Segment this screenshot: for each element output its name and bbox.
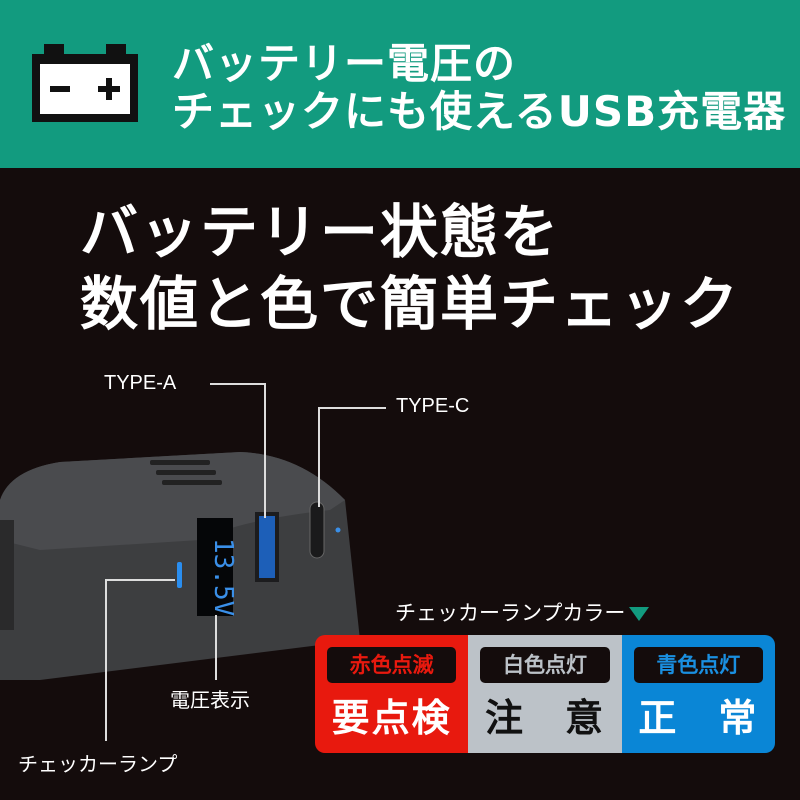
- leader-line: [264, 383, 266, 518]
- label-checker-lamp: チェッカーランプ: [18, 754, 178, 776]
- lamp-color-caption: チェッカーランプカラー: [395, 597, 650, 627]
- voltage-display-value: 13.5V: [208, 538, 238, 616]
- leader-line: [105, 579, 107, 741]
- lamp-status: 正 常: [638, 696, 759, 740]
- headline-line-1: バッテリー状態を: [80, 198, 561, 266]
- label-type-c: TYPE-C: [396, 395, 470, 417]
- leader-line: [215, 615, 217, 680]
- lamp-tag: 白色点灯: [480, 647, 610, 683]
- caption-text: チェッカーランプカラー: [395, 601, 626, 625]
- headline: バッテリー状態を 数値と色で簡単チェック: [80, 196, 740, 340]
- banner-line-2: チェックにも使えるUSB充電器: [172, 87, 787, 136]
- lamp-tag: 青色点灯: [633, 647, 763, 683]
- banner-title: バッテリー電圧の チェックにも使えるUSB充電器: [24, 40, 786, 136]
- lamp-tag: 赤色点滅: [327, 647, 457, 683]
- lamp-color-table: 赤色点滅 要点検 白色点灯 注 意 青色点灯 正 常: [315, 635, 775, 753]
- header-banner: バッテリー電圧の チェックにも使えるUSB充電器: [0, 0, 800, 168]
- banner-line-1: バッテリー電圧の: [172, 39, 517, 88]
- lamp-status: 要点検: [331, 696, 452, 740]
- leader-line: [318, 407, 386, 409]
- leader-line: [210, 383, 265, 385]
- lamp-cell-white: 白色点灯 注 意: [468, 635, 622, 753]
- leader-line: [318, 407, 320, 507]
- headline-line-2: 数値と色で簡単チェック: [80, 270, 741, 338]
- battery-icon: [32, 44, 138, 122]
- label-voltage-display: 電圧表示: [170, 690, 250, 712]
- triangle-down-icon: [629, 607, 650, 621]
- leader-line: [105, 579, 175, 581]
- lamp-status: 注 意: [484, 696, 605, 740]
- usb-charger-product-image: 13.5V: [0, 452, 360, 680]
- lamp-cell-red: 赤色点滅 要点検: [315, 635, 469, 753]
- checker-lamp-led: [177, 562, 182, 588]
- label-type-a: TYPE-A: [104, 372, 177, 394]
- lamp-cell-blue: 青色点灯 正 常: [621, 635, 775, 753]
